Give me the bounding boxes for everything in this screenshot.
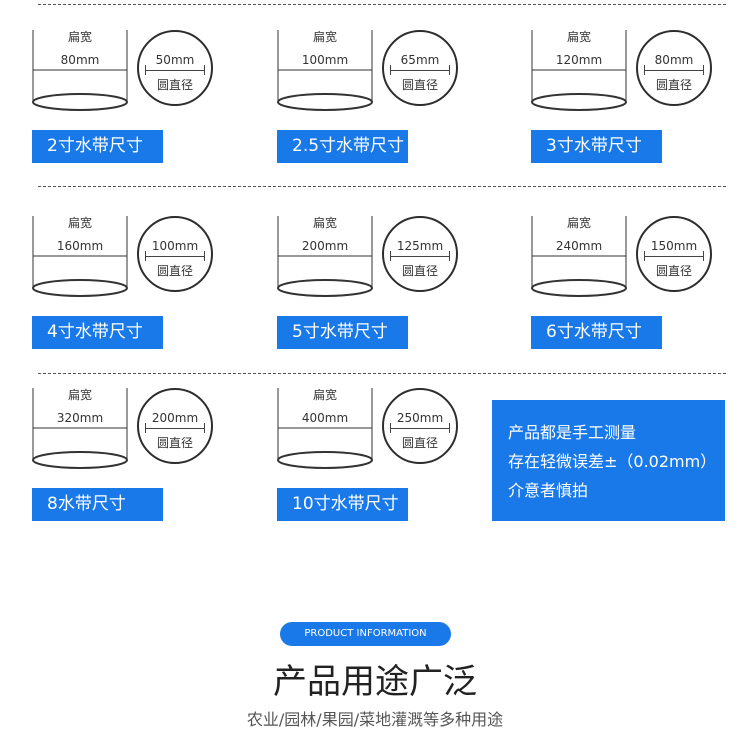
- diameter-caption: 圆直径: [401, 436, 438, 450]
- note-line-3: 介意者慎拍: [508, 481, 589, 500]
- diameter-value: 125mm: [396, 239, 444, 253]
- flat-width: 320mm: [56, 411, 104, 425]
- size-label: 2寸水带尺寸: [32, 130, 163, 163]
- flat-hose-diagram: [277, 388, 373, 469]
- size-card: 扁宽 100mm 65mm 圆直径 2.5寸水带尺寸: [277, 30, 477, 170]
- diameter-value: 250mm: [396, 411, 444, 425]
- diameter-value: 100mm: [151, 239, 199, 253]
- flat-caption: 扁宽: [566, 30, 591, 44]
- size-label: 2.5寸水带尺寸: [277, 130, 408, 163]
- size-label: 6寸水带尺寸: [531, 316, 662, 349]
- diameter-caption: 圆直径: [156, 436, 193, 450]
- size-card: 扁宽 120mm 80mm 圆直径 3寸水带尺寸: [531, 30, 731, 170]
- size-card: 扁宽 80mm 50mm 圆直径 2寸水带尺寸: [32, 30, 232, 170]
- diameter-value: 80mm: [654, 53, 694, 67]
- divider-row-2: [38, 373, 726, 374]
- diameter-caption: 圆直径: [156, 264, 193, 278]
- flat-hose-diagram: [531, 30, 627, 111]
- diameter-value: 50mm: [155, 53, 195, 67]
- size-label: 10寸水带尺寸: [277, 488, 408, 521]
- flat-hose-diagram: [32, 388, 128, 469]
- flat-width: 400mm: [301, 411, 349, 425]
- flat-caption: 扁宽: [67, 388, 92, 402]
- flat-hose-diagram: [277, 30, 373, 111]
- size-label: 3寸水带尺寸: [531, 130, 662, 163]
- size-card: 扁宽 400mm 250mm 圆直径 10寸水带尺寸: [277, 388, 477, 528]
- diameter-caption: 圆直径: [655, 78, 692, 92]
- diameter-caption: 圆直径: [655, 264, 692, 278]
- diameter-circle: 250mm 圆直径: [382, 388, 458, 464]
- flat-width: 80mm: [60, 53, 100, 67]
- section-subtitle: 农业/园林/果园/菜地灌溉等多种用途: [246, 710, 504, 729]
- diameter-circle: 65mm 圆直径: [382, 30, 458, 106]
- diameter-value: 65mm: [400, 53, 440, 67]
- diameter-circle: 100mm 圆直径: [137, 216, 213, 292]
- flat-caption: 扁宽: [312, 216, 337, 230]
- diameter-circle: 50mm 圆直径: [137, 30, 213, 106]
- divider-top: [38, 4, 726, 5]
- flat-width: 160mm: [56, 239, 104, 253]
- size-label: 8水带尺寸: [32, 488, 163, 521]
- flat-caption: 扁宽: [312, 388, 337, 402]
- section-title: 产品用途广泛: [273, 662, 477, 702]
- flat-caption: 扁宽: [67, 216, 92, 230]
- flat-caption: 扁宽: [312, 30, 337, 44]
- flat-hose-diagram: [277, 216, 373, 297]
- size-label: 4寸水带尺寸: [32, 316, 163, 349]
- size-label: 5寸水带尺寸: [277, 316, 408, 349]
- diameter-value: 200mm: [151, 411, 199, 425]
- flat-caption: 扁宽: [566, 216, 591, 230]
- flat-width: 200mm: [301, 239, 349, 253]
- measurement-note: 产品都是手工测量 存在轻微误差±（0.02mm） 介意者慎拍: [492, 400, 725, 521]
- diameter-value: 150mm: [650, 239, 698, 253]
- flat-width: 100mm: [301, 53, 349, 67]
- flat-hose-diagram: [32, 30, 128, 111]
- diameter-circle: 80mm 圆直径: [636, 30, 712, 106]
- flat-hose-diagram: [32, 216, 128, 297]
- note-line-1: 产品都是手工测量: [508, 423, 637, 442]
- flat-hose-diagram: [531, 216, 627, 297]
- size-card: 扁宽 160mm 100mm 圆直径 4寸水带尺寸: [32, 216, 232, 356]
- divider-row-1: [38, 186, 726, 187]
- diameter-caption: 圆直径: [401, 78, 438, 92]
- diameter-circle: 150mm 圆直径: [636, 216, 712, 292]
- flat-caption: 扁宽: [67, 30, 92, 44]
- diameter-caption: 圆直径: [156, 78, 193, 92]
- diameter-circle: 125mm 圆直径: [382, 216, 458, 292]
- diameter-caption: 圆直径: [401, 264, 438, 278]
- note-line-2: 存在轻微误差±（0.02mm）: [508, 452, 717, 471]
- section-pill: PRODUCT INFORMATION: [280, 622, 451, 646]
- size-card: 扁宽 240mm 150mm 圆直径 6寸水带尺寸: [531, 216, 731, 356]
- diameter-circle: 200mm 圆直径: [137, 388, 213, 464]
- size-card: 扁宽 320mm 200mm 圆直径 8水带尺寸: [32, 388, 232, 528]
- flat-width: 120mm: [555, 53, 603, 67]
- size-card: 扁宽 200mm 125mm 圆直径 5寸水带尺寸: [277, 216, 477, 356]
- flat-width: 240mm: [555, 239, 603, 253]
